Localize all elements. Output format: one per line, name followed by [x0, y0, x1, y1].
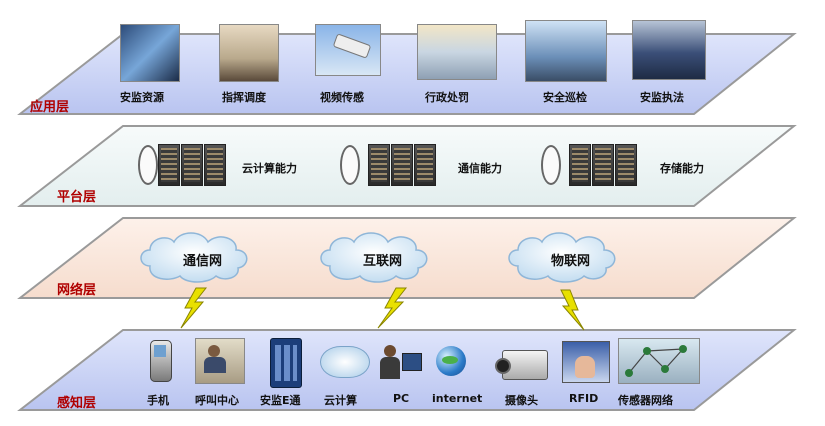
- layer-label-platform: 平台层: [57, 190, 97, 205]
- caption-video-sensing: 视频传感: [320, 91, 364, 104]
- caption-call-center: 呼叫中心: [195, 394, 239, 407]
- lightning-icon: [180, 287, 208, 329]
- service-hall-photo: [417, 24, 497, 80]
- caption-internet: internet: [432, 392, 483, 405]
- layer-label-network: 网络层: [57, 283, 97, 298]
- globe-monitor-icon: [436, 346, 466, 376]
- pc-user-icon: [380, 345, 422, 383]
- caption-communication-capability: 通信能力: [458, 162, 502, 175]
- cloud-label-telecom: 通信网: [183, 254, 223, 269]
- caption-enforcement: 安监执法: [640, 91, 684, 104]
- enforcement-officers-photo: [632, 20, 706, 80]
- layer-label-application: 应用层: [30, 100, 70, 115]
- cloud-computing-icon: [320, 346, 370, 378]
- server-rack-icon: [158, 144, 226, 186]
- layer-label-perception: 感知层: [57, 396, 97, 411]
- caption-mobile-phone: 手机: [147, 394, 169, 407]
- ring-icon: [340, 145, 360, 185]
- rfid-hand-icon: [562, 341, 610, 383]
- ring-icon: [138, 145, 158, 185]
- lightning-icon: [377, 287, 408, 329]
- caption-admin-penalty: 行政处罚: [425, 91, 469, 104]
- caption-pc: PC: [393, 392, 410, 405]
- caption-camera: 摄像头: [505, 394, 538, 407]
- command-center-photo: [219, 24, 279, 82]
- app-tablet-icon: [270, 338, 302, 388]
- call-center-icon: [195, 338, 245, 384]
- lightning-icon: [560, 289, 585, 331]
- ring-icon: [541, 145, 561, 185]
- camera-icon: [495, 350, 548, 380]
- cloud-label-iot: 物联网: [551, 254, 591, 269]
- cctv-camera-photo: [315, 24, 381, 76]
- monitoring-room-photo: [120, 24, 180, 82]
- caption-sensor-network: 传感器网络: [618, 394, 673, 407]
- cloud-icon: [140, 232, 248, 283]
- caption-cloud-computing: 云计算: [324, 394, 357, 407]
- cloud-label-internet: 互联网: [363, 254, 403, 269]
- mobile-phone-icon: [150, 340, 172, 382]
- caption-rfid: RFID: [569, 392, 599, 405]
- caption-cloud-computing-capability: 云计算能力: [242, 162, 297, 175]
- cloud-icon: [508, 232, 616, 283]
- server-rack-icon: [368, 144, 436, 186]
- inspector-photo: [525, 20, 607, 82]
- caption-safety-app: 安监E通: [260, 394, 301, 407]
- server-rack-icon: [569, 144, 637, 186]
- caption-command-dispatch: 指挥调度: [222, 91, 266, 104]
- cloud-icon: [320, 232, 428, 283]
- caption-storage-capability: 存储能力: [660, 162, 704, 175]
- sensor-network-icon: [618, 338, 700, 384]
- caption-security-resources: 安监资源: [120, 91, 164, 104]
- caption-safety-inspection: 安全巡检: [543, 91, 587, 104]
